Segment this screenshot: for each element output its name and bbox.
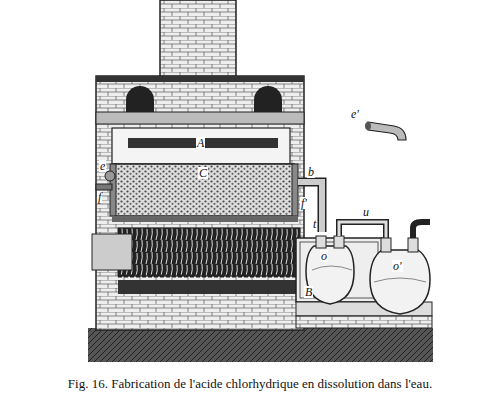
part-letter: f' — [300, 197, 308, 209]
part-letter: t — [312, 218, 317, 230]
part-letter: f — [97, 191, 102, 203]
part-letter: o' — [392, 260, 403, 272]
part-letter: e' — [350, 108, 360, 120]
part-letter: C — [198, 167, 208, 179]
part-letter: B — [304, 286, 313, 298]
figure-caption: Fig. 16. Fabrication de l'acide chlorhyd… — [0, 376, 500, 392]
part-letter: e — [99, 160, 106, 172]
part-letter: u — [362, 206, 370, 218]
part-letter: A — [196, 137, 205, 149]
part-letter: o — [320, 250, 328, 262]
part-letter: b — [307, 166, 315, 178]
